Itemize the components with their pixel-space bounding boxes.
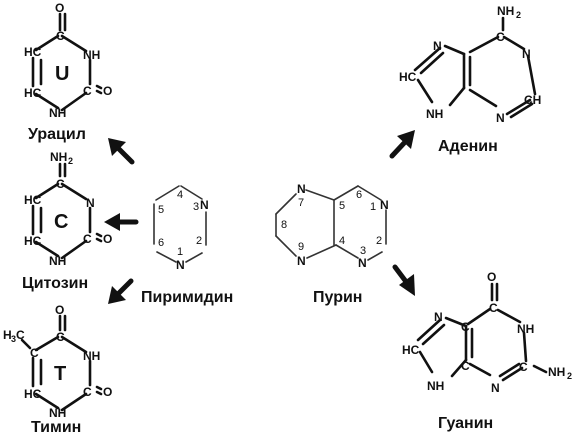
atom-c: C — [461, 320, 470, 334]
atom-hc: HC — [24, 387, 42, 401]
atom-nh2: NH — [50, 150, 67, 164]
arrow-to-adenine — [389, 130, 415, 159]
position-4: 4 — [177, 189, 183, 201]
ring-letter-c: C — [54, 211, 68, 233]
atom-c: C — [56, 177, 65, 191]
arrow-to-uracil — [108, 138, 135, 165]
position-9: 9 — [298, 241, 304, 253]
arrow-to-cytosine — [104, 213, 139, 231]
label-adenine: Аденин — [438, 138, 498, 155]
arrow-to-thymine — [108, 278, 134, 304]
atom-h3c-c: C — [16, 328, 25, 342]
position-1: 1 — [370, 201, 376, 213]
atom-h3c-subscript: 3 — [11, 334, 16, 344]
atom-o: O — [55, 1, 64, 15]
label-cytosine: Цитозин — [22, 275, 88, 292]
atom-nh2-subscript: 2 — [567, 371, 572, 381]
atom-nh: NH — [83, 349, 100, 363]
position-6: 6 — [158, 237, 164, 249]
atom-c: C — [519, 360, 528, 374]
atom-n3: N — [358, 256, 367, 270]
arrow-to-guanine — [392, 264, 415, 296]
atom-h3c-h: H — [3, 328, 12, 342]
atom-hc: HC — [24, 193, 42, 207]
atom-o: O — [103, 84, 112, 98]
atom-nh: NH — [49, 254, 66, 268]
atom-n1: N — [380, 198, 389, 212]
atom-n1: N — [176, 258, 185, 272]
cytosine-structure: NH 2 C N C O NH HC HC C Цитозин — [22, 150, 112, 292]
atom-n: N — [433, 39, 442, 53]
atom-o: O — [103, 385, 112, 399]
position-8: 8 — [281, 219, 287, 231]
position-7: 7 — [298, 197, 304, 209]
purine-structure: N N N N 6 5 1 7 8 4 2 9 3 Пурин — [275, 182, 389, 306]
atom-nh: NH — [426, 107, 443, 121]
ring-letter-u: U — [55, 63, 69, 85]
atom-c: C — [461, 359, 470, 373]
position-2: 2 — [376, 235, 382, 247]
atom-nh: NH — [83, 48, 100, 62]
atom-ch: CH — [524, 93, 541, 107]
atom-nh2: NH — [497, 4, 514, 18]
atom-n: N — [86, 196, 95, 210]
atom-hc: HC — [24, 234, 42, 248]
atom-nh: NH — [49, 106, 66, 120]
atom-n: N — [496, 111, 505, 125]
pyrimidine-structure: N N 4 5 3 6 2 1 Пиримидин — [141, 185, 233, 306]
guanine-structure: O C NH C NH 2 N C C N HC NH Гуанин — [402, 270, 572, 432]
position-4: 4 — [339, 235, 345, 247]
position-3: 3 — [193, 201, 199, 213]
atom-hc: HC — [402, 343, 420, 357]
atom-c: C — [83, 385, 92, 399]
atom-hc: HC — [24, 45, 42, 59]
position-5: 5 — [339, 200, 345, 212]
position-6: 6 — [356, 189, 362, 201]
ring-letter-t: T — [54, 363, 66, 385]
atom-n: N — [522, 47, 531, 61]
atom-n3: N — [200, 198, 209, 212]
thymine-structure: O C NH C O NH HC C H 3 C T Тимин — [3, 303, 112, 436]
label-thymine: Тимин — [31, 419, 81, 436]
position-3: 3 — [360, 245, 366, 257]
label-guanine: Гуанин — [438, 415, 493, 432]
atom-o: O — [487, 270, 496, 284]
atom-n7: N — [297, 182, 306, 196]
atom-nh: NH — [49, 406, 66, 420]
atom-hc: HC — [399, 70, 417, 84]
position-1: 1 — [177, 246, 183, 258]
atom-nh2-subscript: 2 — [68, 156, 73, 166]
atom-nh: NH — [427, 379, 444, 393]
atom-nh: NH — [517, 322, 534, 336]
atom-c: C — [83, 84, 92, 98]
atom-c: C — [56, 330, 65, 344]
adenine-structure: NH 2 C N CH N N HC NH Аденин — [399, 4, 541, 155]
atom-o: O — [103, 232, 112, 246]
atom-c: C — [496, 30, 505, 44]
atom-n: N — [434, 310, 443, 324]
atom-nh2: NH — [548, 365, 565, 379]
atom-n: N — [491, 381, 500, 395]
uracil-structure: O C NH C O NH HC HC U Урацил — [24, 1, 112, 143]
atom-c: C — [83, 232, 92, 246]
label-purine: Пурин — [313, 289, 362, 306]
atom-n9: N — [297, 254, 306, 268]
atom-nh2-subscript: 2 — [516, 10, 521, 20]
atom-c: C — [30, 346, 39, 360]
atom-c: C — [489, 301, 498, 315]
atom-o: O — [55, 303, 64, 317]
label-uracil: Урацил — [28, 126, 86, 143]
position-5: 5 — [158, 204, 164, 216]
atom-hc: HC — [24, 86, 42, 100]
position-2: 2 — [196, 235, 202, 247]
atom-c: C — [56, 29, 65, 43]
label-pyrimidine: Пиримидин — [141, 289, 233, 306]
